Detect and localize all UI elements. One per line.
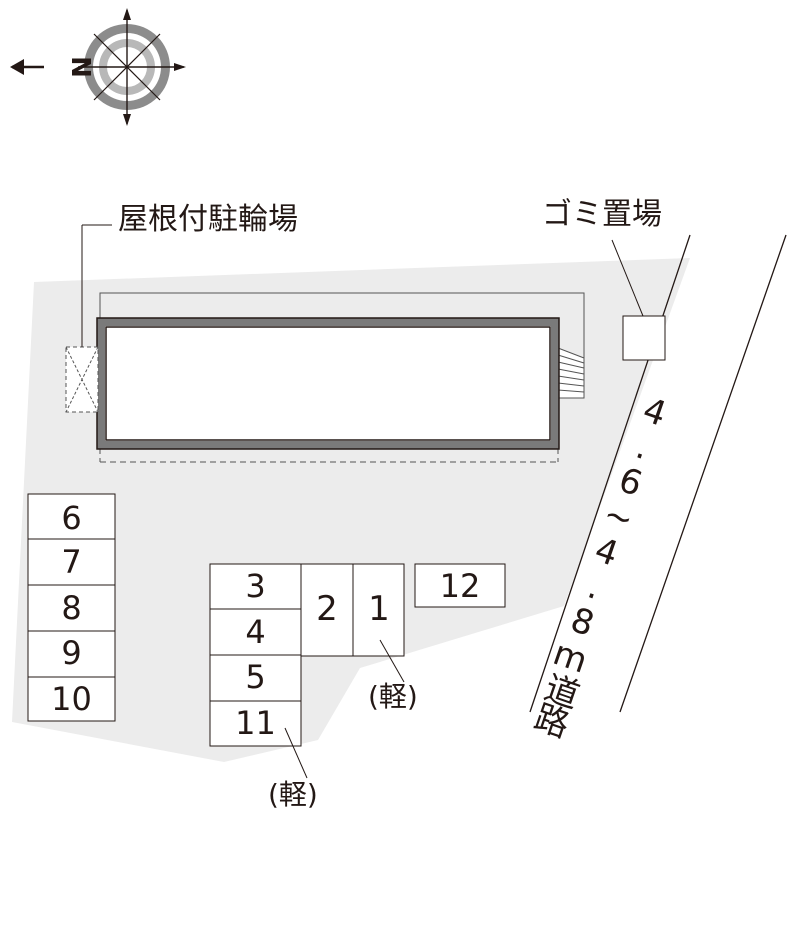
parking-slot-number: 4: [245, 613, 266, 651]
parking-slot-number: 5: [245, 658, 266, 696]
leader-line: [611, 239, 644, 317]
parking-slot-number: 11: [235, 704, 276, 742]
parking-slot-number: 1: [368, 589, 390, 629]
building: [97, 318, 559, 449]
parking-slot-number: 2: [316, 589, 338, 629]
road-edge-line: [529, 234, 691, 713]
leader-line: [379, 639, 405, 683]
garbage-label: ゴミ置場: [542, 197, 662, 232]
parking-slot-number: 6: [61, 499, 82, 537]
building-frame: [105, 326, 551, 441]
kei-car-label: (軽): [268, 778, 318, 811]
parking-slot-number: 7: [61, 543, 82, 581]
stairs: [557, 347, 585, 399]
parking-slot-number: 3: [245, 567, 266, 605]
road-edge-line: [619, 234, 787, 713]
garbage-area: [622, 315, 666, 361]
parking-slot-number: 8: [61, 589, 82, 627]
parking-slot: [27, 493, 116, 722]
parking-slot-number: 12: [439, 567, 481, 605]
compass-rose-icon: [10, 8, 186, 126]
bicycle-parking-label: 屋根付駐輪場: [118, 202, 298, 237]
parking-slot: [414, 563, 506, 608]
kei-car-label: (軽): [368, 680, 418, 713]
x-mark-icon: [65, 346, 99, 413]
compass-north-label: N: [67, 56, 98, 78]
parking-slot-number: 9: [61, 634, 82, 672]
parking-slot-number: 10: [51, 680, 92, 718]
leader-line: [284, 727, 308, 779]
